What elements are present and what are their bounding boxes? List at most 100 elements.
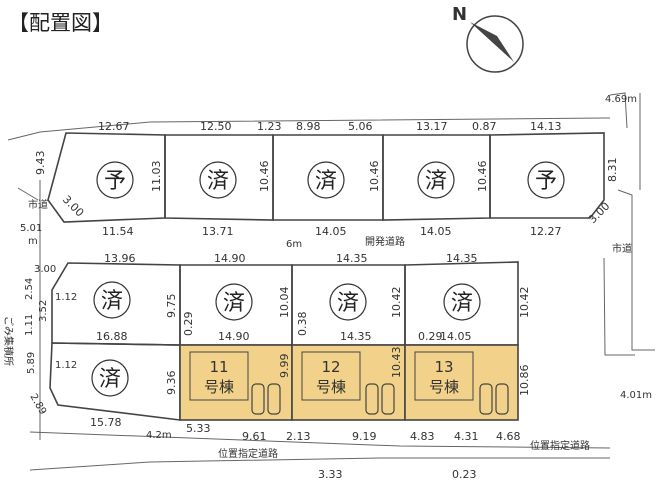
dim-bottom-1: 15.78 [90,416,122,429]
lot-status-r2: 済 [207,169,229,194]
page-title: 【配置図】 [8,11,113,35]
house-outline-12 [301,351,361,401]
dim-top-6: 13.17 [416,120,448,133]
bottom-row-lot [49,342,181,421]
dim-mid-bottom-2: 14.90 [218,330,250,343]
dim-mid-top-1: 13.96 [104,252,136,265]
dim-left-6: 5.89 [26,352,37,374]
lot-status-r4: 済 [425,169,447,194]
unit-11-suffix: 号棟 [204,378,234,396]
dim-bottom-vert-1: 9.36 [165,371,178,396]
dim-top-vert-5: 10.46 [476,161,489,193]
dim-mid-vert-3: 10.42 [390,287,403,319]
city-road-left-width: 5.01 [20,223,42,234]
dim-bottom-2: 5.33 [186,422,211,435]
garbage-label: ごみ集積所 [2,316,15,366]
unit-13-number: 13 [434,358,453,376]
city-road-left-unit: m [28,236,38,247]
dim-left-1: 3.00 [34,264,56,275]
road-edges [7,92,655,471]
status-labels: 予 済 済 済 予 済 済 済 済 済 [99,169,557,392]
dim-bottom-8: 4.68 [496,430,521,443]
designated-road-right: 位置指定道路 [530,439,590,452]
designated-road-left: 位置指定道路 [218,447,278,460]
highlight-units [179,344,519,421]
dim-mid-top-4: 14.35 [446,252,478,265]
unit-13-suffix: 号棟 [429,378,459,396]
unit-labels: 11 号棟 12 号棟 13 号棟 [204,358,459,396]
designated-road-width: 4.2m [146,430,172,441]
dim-mid-bottom-1: 16.88 [96,330,128,343]
lot-status-b1: 済 [99,367,121,392]
unit-12-number: 12 [321,358,340,376]
dim-mid-vert-2: 10.04 [278,287,291,319]
dim-bottom-6: 4.83 [410,430,435,443]
dim-left-4: 3.52 [38,300,49,322]
dim-bottom-vert-3: 10.43 [390,347,403,379]
dim-mid-top-2: 14.90 [214,252,246,265]
unit-11-lot[interactable] [179,344,293,421]
dim-top-corner-2: 3.00 [586,200,613,227]
dim-left-2: 2.54 [24,278,35,300]
city-road-left-label: 市道 [28,198,48,211]
dim-top-vert-2: 11.03 [150,161,163,193]
dim-mid-small-3: 0.29 [418,330,443,343]
house-outline-11 [189,351,249,401]
dim-top-vert-6: 8.31 [606,158,619,183]
dim-mid-vert-4: 10.42 [518,287,531,319]
dim-bottom-vert-4: 10.86 [518,365,531,397]
dim-mid-top-3: 14.35 [336,252,368,265]
dim-mid-vert-1: 9.75 [165,294,178,319]
dim-road-bottom-1: 3.33 [318,468,343,481]
city-road-right-label: 市道 [612,242,632,255]
dim-top-4: 8.98 [296,120,321,133]
dev-road-label: 開発道路 [365,235,405,248]
dim-road-bottom-2: 0.23 [452,468,477,481]
dim-top-bottom-3: 14.05 [315,225,347,238]
middle-row-dimensions: 13.96 14.90 14.35 14.35 16.88 14.90 14.3… [96,252,531,343]
dim-left-5: 1.11 [24,314,35,336]
top-row-lots [47,132,605,223]
north-label: N [452,4,467,25]
dim-bottom-vert-2: 9.99 [278,354,291,379]
dim-top-bottom-1: 11.54 [102,225,134,238]
lot-status-m1: 済 [101,289,123,314]
dim-mid-bottom-4: 14.05 [440,330,472,343]
lot-status-m4: 済 [451,291,473,316]
unit-11-number: 11 [209,358,228,376]
unit-13-lot[interactable] [404,344,519,421]
dim-top-bottom-4: 14.05 [420,225,452,238]
lot-status-m3: 済 [337,291,359,316]
parking-car-icons [251,383,509,415]
dim-bottom-5: 9.19 [352,430,377,443]
road-labels: 開発道路 6m 市道 5.01 m 市道 位置指定道路 位置指定道路 4.2m … [20,94,652,460]
left-small-dimensions: 3.00 2.54 1.12 3.52 1.11 5.89 1.12 2.89 [24,264,77,417]
lot-status-r1: 予 [104,169,126,194]
dim-top-vert-4: 10.46 [368,161,381,193]
dim-mid-small-2: 0.38 [296,312,309,337]
dim-top-7: 0.87 [472,120,497,133]
dim-top-vert-3: 10.46 [258,161,271,193]
dim-left-7: 1.12 [55,360,77,371]
dim-mid-bottom-3: 14.35 [340,330,372,343]
lot-status-r3: 済 [315,169,337,194]
dim-left-8: 2.89 [27,392,48,417]
dim-top-bottom-5: 12.27 [530,225,562,238]
status-circles [91,161,565,397]
dim-top-bottom-2: 13.71 [202,225,234,238]
dim-left-3: 1.12 [55,292,77,303]
dim-mid-small-1: 0.29 [182,312,195,337]
bottom-row-dimensions: 9.36 9.99 10.43 10.86 15.78 5.33 9.61 2.… [90,347,531,482]
dev-road-width: 6m [286,239,302,250]
dim-top-vert-1: 9.43 [34,151,47,176]
north-compass: N [452,4,524,73]
unit-12-lot[interactable] [291,344,406,421]
dim-top-8: 14.13 [530,120,562,133]
right-road-width: 4.01m [620,390,652,401]
lot-status-m2: 済 [223,291,245,316]
dim-bottom-7: 4.31 [454,430,479,443]
garbage-site-label: ごみ集積所 [2,316,15,366]
dim-bottom-4: 2.13 [286,430,311,443]
